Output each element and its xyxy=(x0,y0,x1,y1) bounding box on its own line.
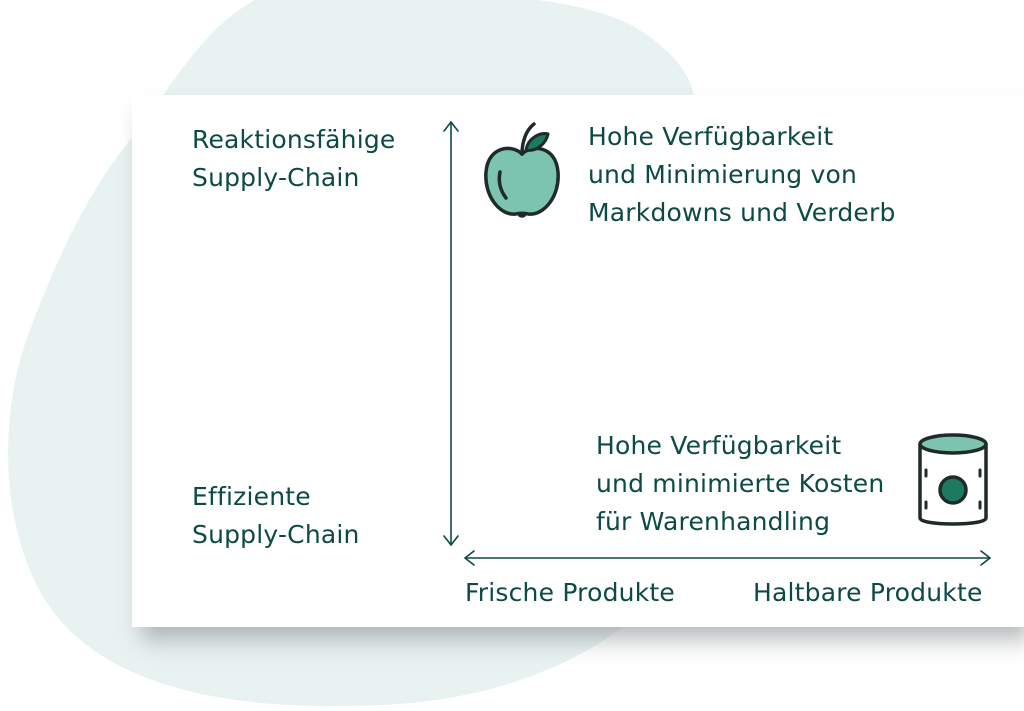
y-axis-bottom-label-line-1: Effiziente xyxy=(192,482,311,511)
diagram-card xyxy=(132,95,1024,627)
top-quadrant-line-2: und Minimierung von xyxy=(588,160,858,189)
bottom-quadrant-line-2: und minimierte Kosten xyxy=(596,469,885,498)
y-axis-top-label: Reaktionsfähige Supply-Chain xyxy=(192,121,396,197)
can-icon xyxy=(918,433,988,526)
x-axis-left-label: Frische Produkte xyxy=(465,578,675,607)
bottom-quadrant-line-1: Hohe Verfügbarkeit xyxy=(596,431,842,460)
y-axis-top-label-line-2: Supply-Chain xyxy=(192,163,360,192)
y-axis-top-label-line-1: Reaktionsfähige xyxy=(192,125,396,154)
x-axis-right-label: Haltbare Produkte xyxy=(753,578,983,607)
top-quadrant-line-1: Hohe Verfügbarkeit xyxy=(588,122,834,151)
apple-icon xyxy=(484,122,560,218)
top-quadrant-text: Hohe Verfügbarkeit und Minimierung von M… xyxy=(588,118,896,232)
y-axis-bottom-label: Effiziente Supply-Chain xyxy=(192,478,360,554)
top-quadrant-line-3: Markdowns und Verderb xyxy=(588,198,896,227)
bottom-quadrant-line-3: für Warenhandling xyxy=(596,507,831,536)
y-axis-bottom-label-line-2: Supply-Chain xyxy=(192,520,360,549)
bottom-quadrant-text: Hohe Verfügbarkeit und minimierte Kosten… xyxy=(596,427,884,541)
